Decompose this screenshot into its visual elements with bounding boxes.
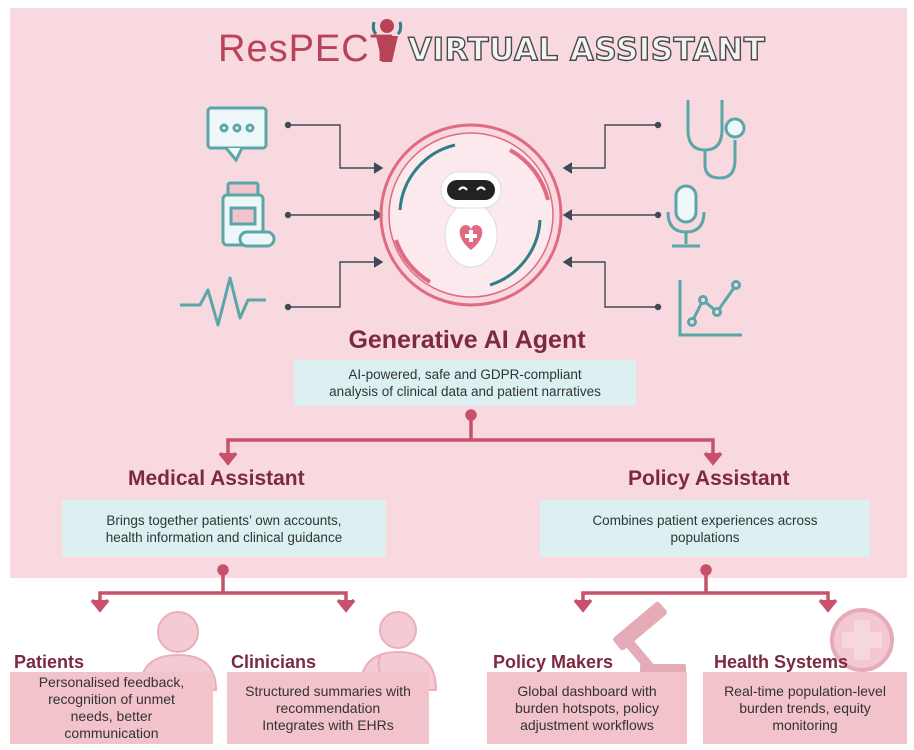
policy-description-line2: populations (670, 529, 740, 545)
health-systems-line2: burden trends, equity (739, 699, 871, 716)
agent-description-line1: AI-powered, safe and GDPR-compliant (348, 367, 582, 382)
patients-description: Personalised feedback, recognition of un… (10, 672, 213, 744)
brand-name: ResPECT (218, 28, 394, 70)
clinicians-line1: Structured summaries with (245, 682, 411, 699)
patients-line1: Personalised feedback, (38, 674, 185, 690)
agent-description-line2: analysis of clinical data and patient na… (329, 384, 601, 399)
patients-line3: needs, better (70, 708, 153, 724)
agent-description: AI-powered, safe and GDPR-compliant anal… (294, 360, 636, 406)
policy-makers-line2: burden hotspots, policy (515, 699, 659, 716)
page-title: VIRTUAL ASSISTANT (407, 31, 766, 68)
clinicians-title: Clinicians (231, 652, 317, 672)
policy-assistant-description: Combines patient experiences across popu… (540, 500, 870, 557)
stethoscope-icon (686, 100, 746, 180)
health-systems-description: Real-time population-level burden trends… (703, 672, 907, 744)
medical-description-line2: health information and clinical guidance (105, 529, 343, 545)
input-connectors (284, 121, 662, 311)
clinicians-line3: Integrates with EHRs (262, 716, 394, 733)
respect-logo-mark (371, 19, 403, 62)
policy-makers-title: Policy Makers (493, 652, 614, 672)
policy-makers-line1: Global dashboard with (517, 682, 657, 699)
medical-assistant-title: Medical Assistant (128, 467, 305, 490)
medical-assistant-description: Brings together patients’ own accounts, … (62, 500, 386, 557)
patients-line4: communication (64, 725, 159, 741)
agent-title: Generative AI Agent (348, 326, 586, 354)
health-systems-title: Health Systems (714, 652, 849, 672)
patients-title: Patients (14, 652, 85, 672)
health-systems-line3: monitoring (772, 716, 838, 733)
microphone-icon (666, 184, 706, 248)
tree-connectors (90, 409, 838, 613)
medical-cross-icon (830, 608, 894, 672)
policy-description-line1: Combines patient experiences across (592, 512, 818, 528)
line-chart-icon (678, 280, 742, 337)
clinicians-line2: recommendation (275, 699, 381, 716)
policy-assistant-title: Policy Assistant (628, 467, 790, 490)
gavel-icon (613, 601, 686, 680)
health-systems-line1: Real-time population-level (724, 682, 886, 699)
policy-makers-description: Global dashboard with burden hotspots, p… (487, 672, 687, 744)
medical-description-line1: Brings together patients’ own accounts, (106, 512, 342, 528)
ai-agent-emblem (379, 123, 563, 307)
policy-makers-line3: adjustment workflows (520, 716, 654, 733)
chat-bubble-icon (206, 106, 268, 163)
patients-line2: recognition of unmet (48, 691, 175, 707)
pill-bottle-icon (221, 181, 276, 248)
heartbeat-icon (180, 276, 266, 327)
clinicians-description: Structured summaries with recommendation… (227, 672, 429, 744)
